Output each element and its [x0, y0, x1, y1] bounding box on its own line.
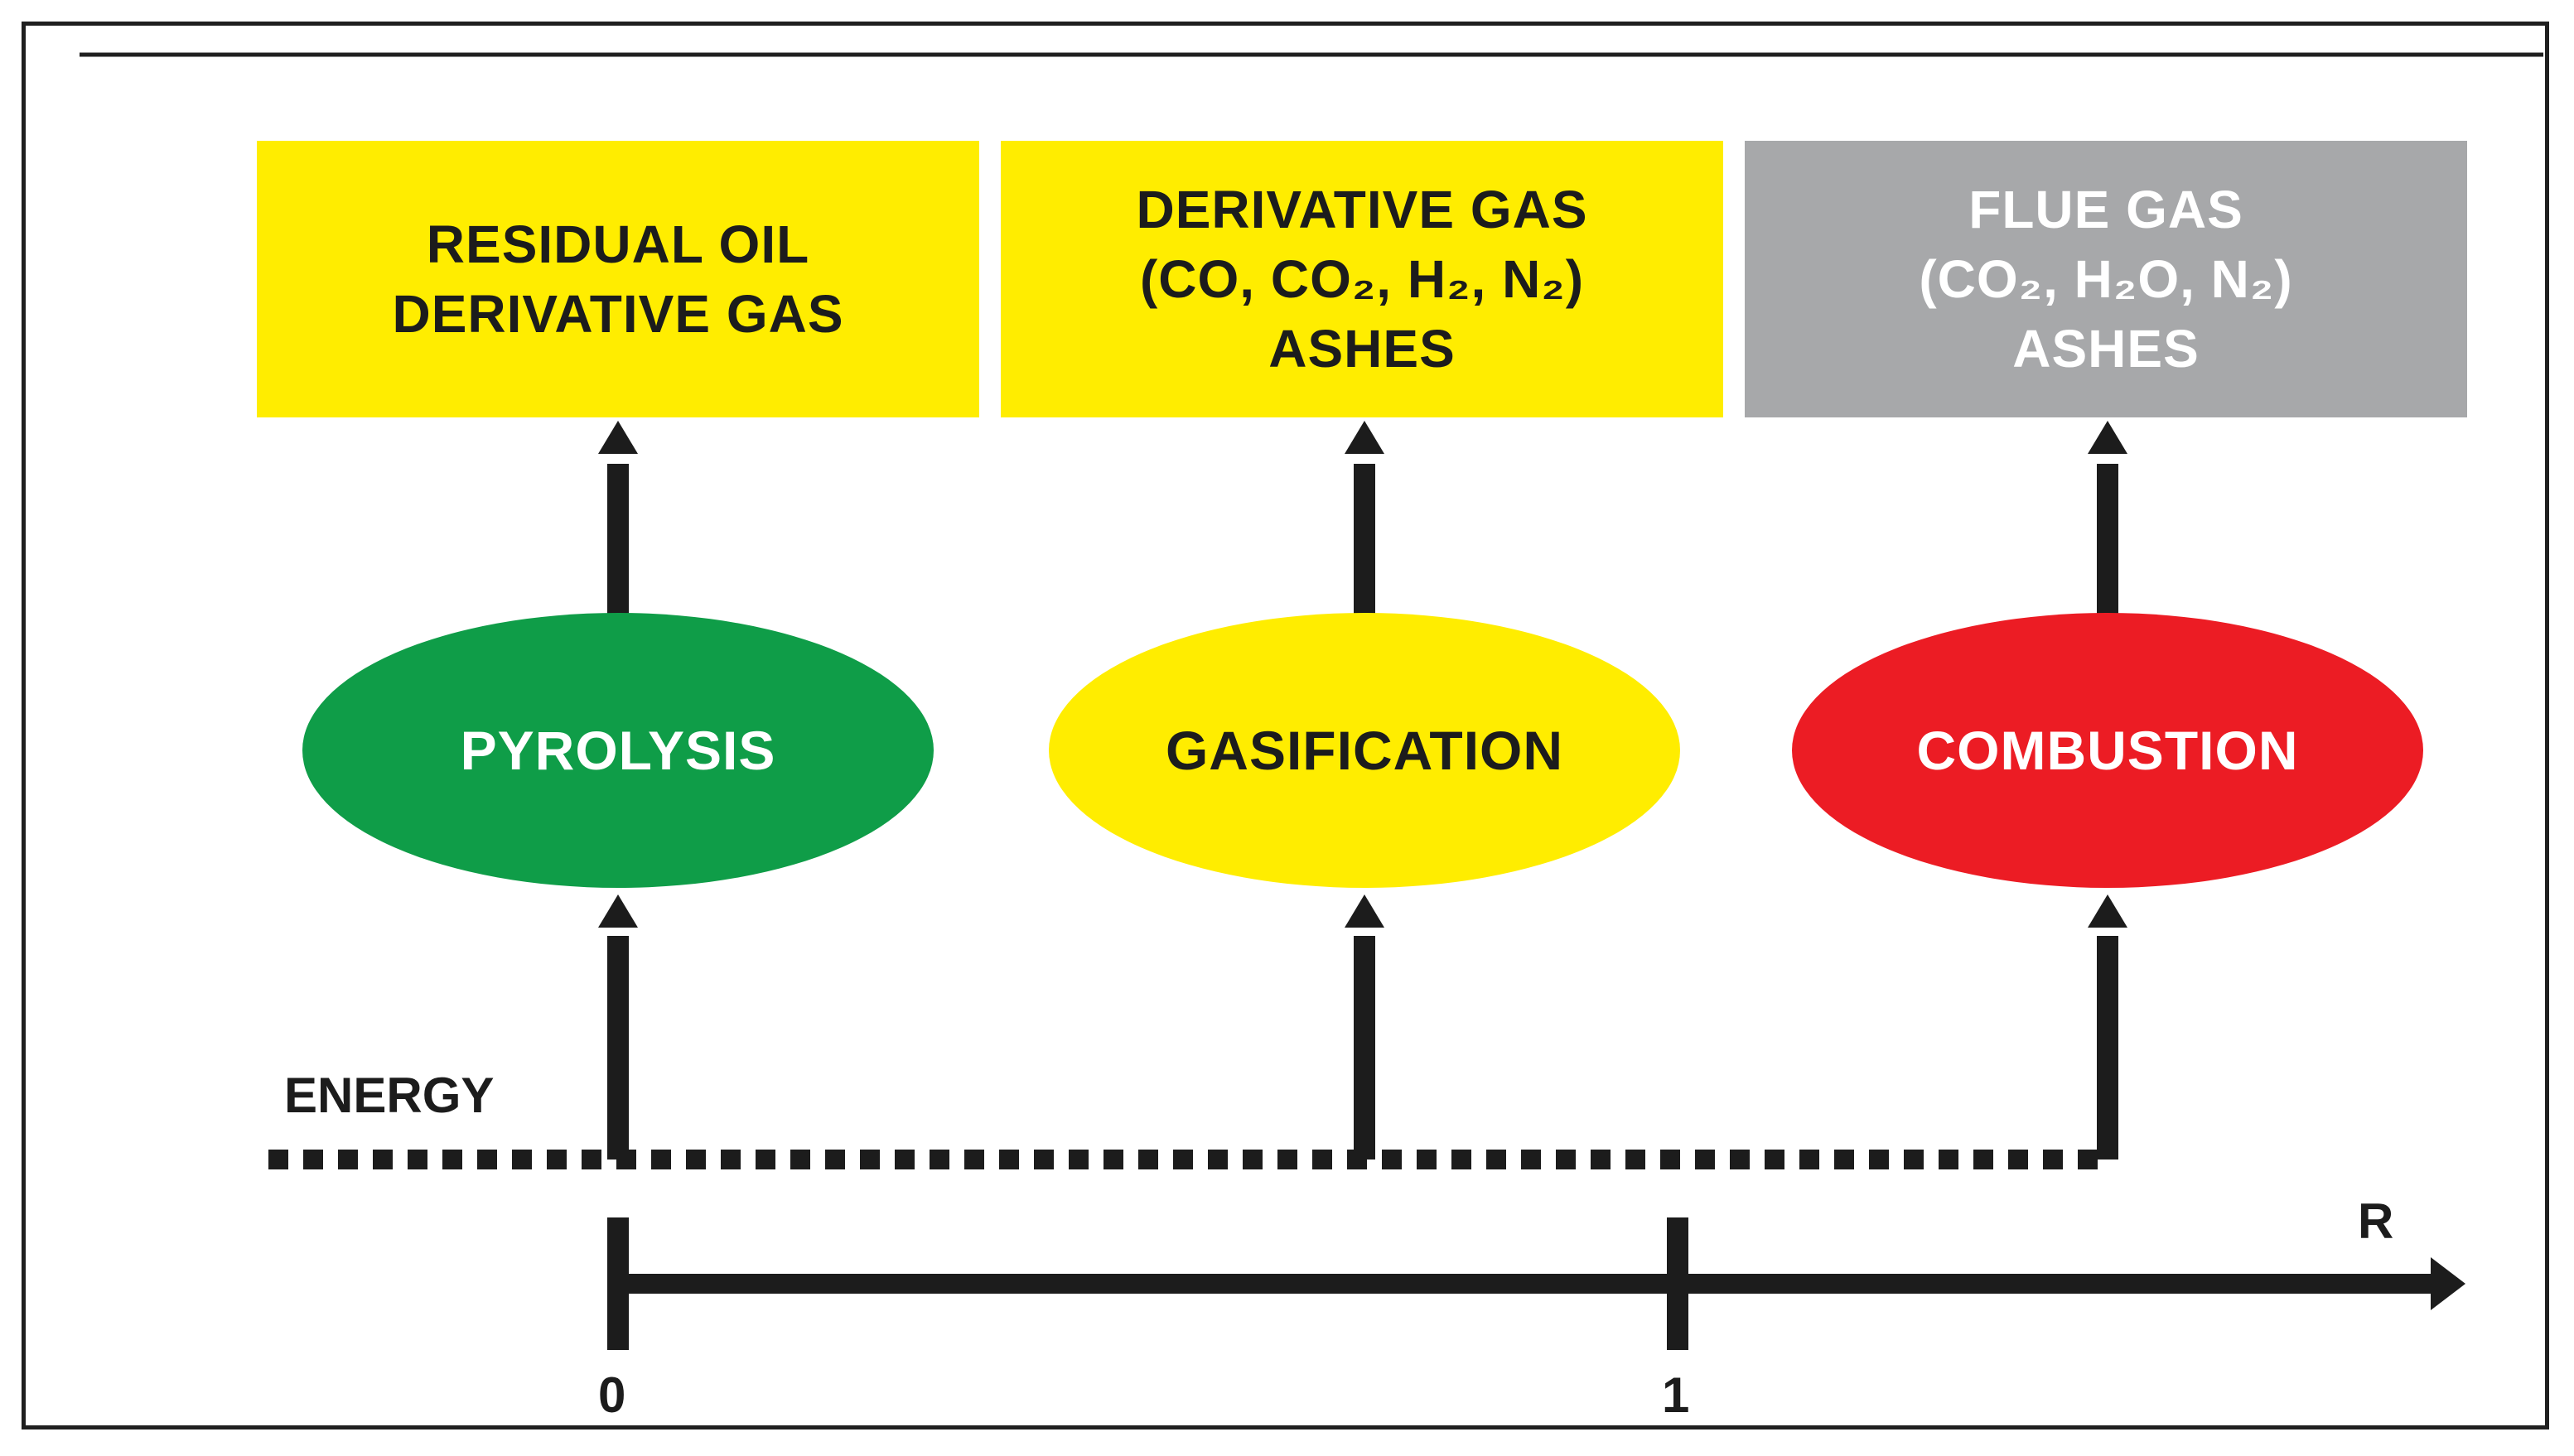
product-line: (CO₂, H₂O, N₂) [1919, 249, 2293, 309]
axis-tick-1: 1 [1662, 1367, 1690, 1423]
process-label: PYROLYSIS [460, 720, 776, 781]
axis-tick-0: 0 [598, 1367, 626, 1423]
process-label: GASIFICATION [1165, 720, 1564, 781]
product-line: (CO, CO₂, H₂, N₂) [1139, 249, 1585, 309]
arrow-energy-to-combustion [2088, 894, 2127, 1159]
product-box-pyrolysis: RESIDUAL OIL DERIVATIVE GAS [257, 141, 979, 417]
product-box-combustion: FLUE GAS (CO₂, H₂O, N₂) ASHES [1745, 141, 2467, 417]
process-gasification: GASIFICATION [1049, 613, 1680, 888]
product-line: FLUE GAS [1968, 180, 2243, 239]
figure-frame [22, 22, 2549, 1429]
process-combustion: COMBUSTION [1792, 613, 2423, 888]
r-axis-arrowhead [2431, 1257, 2465, 1310]
product-line: ASHES [1268, 319, 1456, 378]
process-pyrolysis: PYROLYSIS [302, 613, 934, 888]
product-line: RESIDUAL OIL [426, 215, 810, 274]
product-line: DERIVATIVE GAS [392, 284, 844, 344]
product-line: DERIVATIVE GAS [1136, 180, 1588, 239]
product-line: ASHES [2012, 319, 2200, 378]
energy-label: ENERGY [284, 1068, 495, 1123]
arrow-combustion-to-product [2088, 421, 2127, 618]
arrow-gasification-to-product [1345, 421, 1384, 618]
process-label: COMBUSTION [1916, 720, 2299, 781]
axis-label-r: R [2358, 1193, 2394, 1249]
product-box-gasification: DERIVATIVE GAS (CO, CO₂, H₂, N₂) ASHES [1001, 141, 1723, 417]
arrow-pyrolysis-to-product [598, 421, 638, 618]
r-axis [607, 1217, 2465, 1350]
arrow-energy-to-pyrolysis [598, 894, 638, 1159]
arrow-energy-to-gasification [1345, 894, 1384, 1159]
